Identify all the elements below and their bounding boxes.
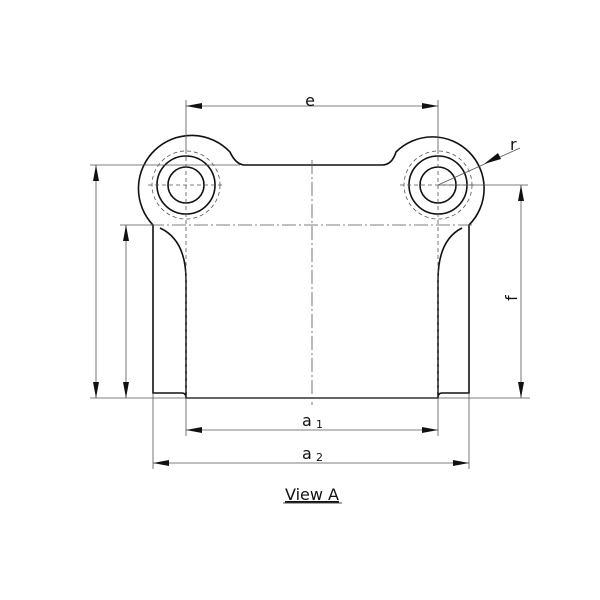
svg-text:a: a — [302, 444, 312, 463]
svg-text:1: 1 — [316, 418, 323, 431]
label-r: r — [510, 135, 517, 154]
svg-text:2: 2 — [316, 451, 323, 464]
svg-text:a: a — [302, 411, 312, 430]
dimension-e — [186, 103, 438, 109]
dimension-a1 — [186, 427, 438, 433]
view-caption: View A — [285, 485, 339, 504]
label-f: f — [502, 295, 521, 301]
dimension-f — [518, 185, 524, 398]
dimension-b1 — [123, 225, 129, 398]
label-e: e — [305, 91, 315, 110]
dimension-r — [437, 147, 521, 186]
dimension-a2 — [153, 460, 469, 466]
part-outline — [137, 134, 485, 399]
center-lines — [148, 150, 476, 405]
left-inner-flank — [159, 227, 187, 398]
right-inner-flank — [437, 227, 463, 398]
dimension-b2 — [93, 165, 99, 398]
